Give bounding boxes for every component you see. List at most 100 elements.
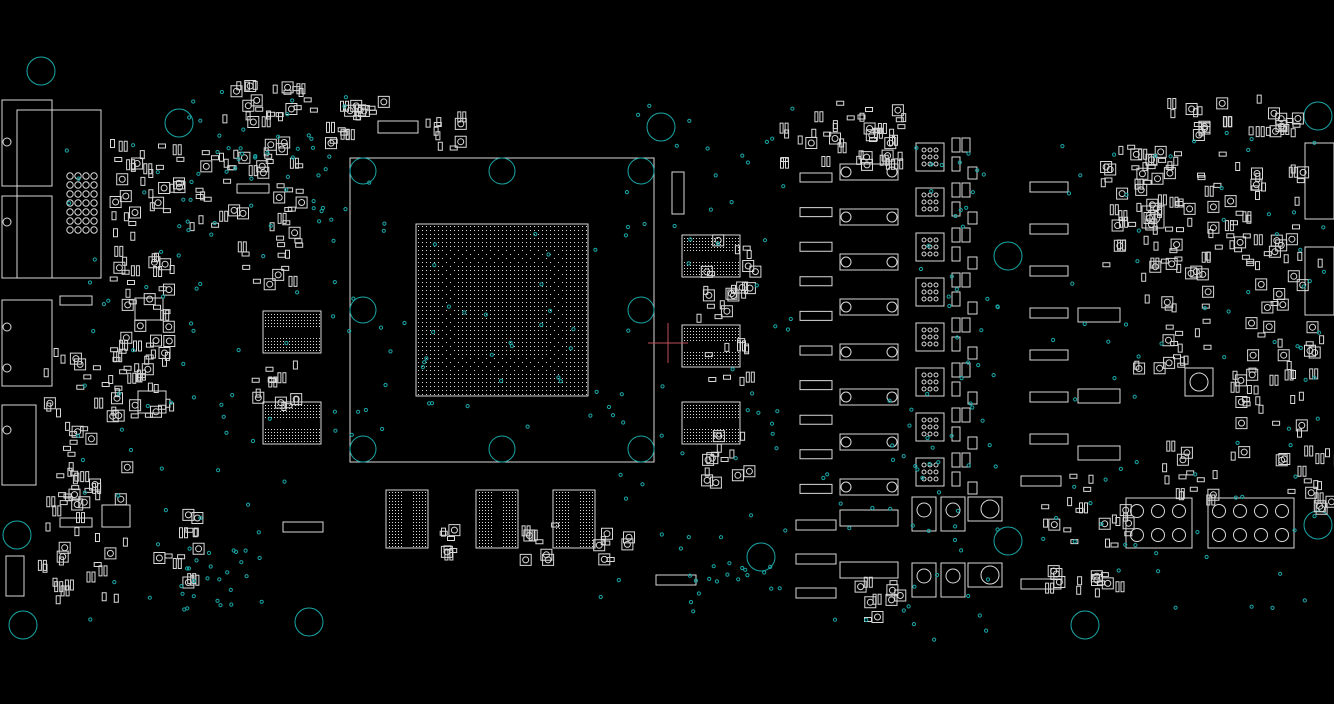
smd-resistor: [146, 343, 153, 347]
via: [1071, 282, 1074, 285]
smd-package-pad: [1312, 350, 1318, 356]
smd-package: [245, 81, 256, 92]
via: [180, 585, 183, 588]
via: [1089, 502, 1092, 505]
smd-resistor: [114, 594, 118, 602]
via: [183, 608, 186, 611]
smd-pin-strip: [1158, 195, 1161, 205]
via: [262, 255, 265, 258]
smd-package: [1251, 179, 1262, 190]
smd-package: [1256, 279, 1267, 290]
via: [107, 299, 110, 302]
mosfet-pad: [928, 380, 932, 384]
smd-pin-strip: [883, 124, 886, 134]
smd-package-pad: [1119, 191, 1125, 197]
vrm-choke: [840, 389, 898, 405]
smd-resistor: [740, 377, 744, 385]
memory-chip: [263, 311, 321, 353]
smd-pin-strip: [133, 373, 136, 383]
smd-resistor: [113, 357, 120, 361]
smd-package: [110, 197, 121, 208]
smd-package: [164, 336, 175, 347]
via: [689, 601, 692, 604]
smd-package-pad: [123, 335, 129, 341]
smd-package: [238, 208, 249, 219]
smd-package-pad: [250, 119, 256, 125]
mosfet-pad: [934, 200, 938, 204]
via: [1250, 138, 1253, 141]
smd-resistor: [1103, 263, 1110, 267]
resistor: [378, 121, 418, 133]
smd-package-pad: [119, 176, 125, 182]
vrm-resistor: [800, 173, 832, 182]
smd-resistor: [295, 239, 302, 243]
via: [218, 134, 221, 137]
vrm-cap: [952, 202, 960, 216]
via: [382, 229, 385, 232]
mosfet-pad: [928, 283, 932, 287]
via: [694, 579, 697, 582]
smd-resistor: [286, 188, 293, 192]
mosfet-pad: [934, 290, 938, 294]
smd-package: [1151, 203, 1162, 214]
via: [958, 161, 961, 164]
via: [169, 401, 172, 404]
mosfet-pad: [934, 283, 938, 287]
via: [888, 399, 891, 402]
via: [1296, 345, 1299, 348]
smd-package-pad: [75, 429, 81, 435]
smd-package-pad: [1117, 243, 1123, 249]
smd-package: [229, 205, 240, 216]
via: [910, 408, 913, 411]
smd-pin-strip: [136, 266, 139, 276]
smd-resistor: [304, 98, 311, 102]
via: [447, 305, 450, 308]
smd-package: [274, 192, 285, 203]
via: [679, 547, 682, 550]
via: [333, 410, 336, 413]
smd-resistor: [1249, 368, 1256, 372]
smd-package: [258, 167, 269, 178]
smd-pin-strip: [1310, 369, 1313, 379]
vrm-resistor: [1030, 434, 1068, 444]
via: [318, 220, 321, 223]
smd-resistor: [1179, 492, 1183, 500]
vrm-resistor: [1030, 350, 1068, 360]
smd-package-pad: [1249, 372, 1255, 378]
via: [332, 315, 335, 318]
smd-package: [1314, 501, 1325, 512]
via: [673, 224, 676, 227]
smd-resistor: [293, 361, 297, 369]
via: [624, 234, 627, 237]
smd-resistor: [1144, 180, 1151, 184]
smd-package-pad: [240, 210, 246, 216]
smd-resistor: [697, 314, 701, 322]
mosfet-pad: [928, 193, 932, 197]
via: [195, 559, 198, 562]
smd-resistor: [81, 427, 88, 431]
smd-resistor: [1188, 218, 1192, 226]
smd-package-pad: [1281, 456, 1287, 462]
via: [241, 152, 244, 155]
smd-package: [1099, 518, 1110, 529]
via: [953, 538, 956, 541]
via: [661, 385, 664, 388]
smd-resistor: [141, 177, 145, 185]
smd-package-pad: [293, 396, 299, 402]
via: [333, 281, 336, 284]
via: [1160, 342, 1163, 345]
connector-latch: [3, 323, 11, 331]
smd-package: [1177, 454, 1188, 465]
via: [244, 549, 247, 552]
smd-pin-strip: [87, 572, 90, 582]
mosfet-pad: [922, 463, 926, 467]
via: [611, 414, 614, 417]
via: [466, 405, 469, 408]
via: [1113, 153, 1116, 156]
via: [237, 349, 240, 352]
smd-package: [703, 290, 714, 301]
smd-package-pad: [745, 263, 751, 269]
via: [969, 402, 972, 405]
smd-package-pad: [292, 230, 298, 236]
